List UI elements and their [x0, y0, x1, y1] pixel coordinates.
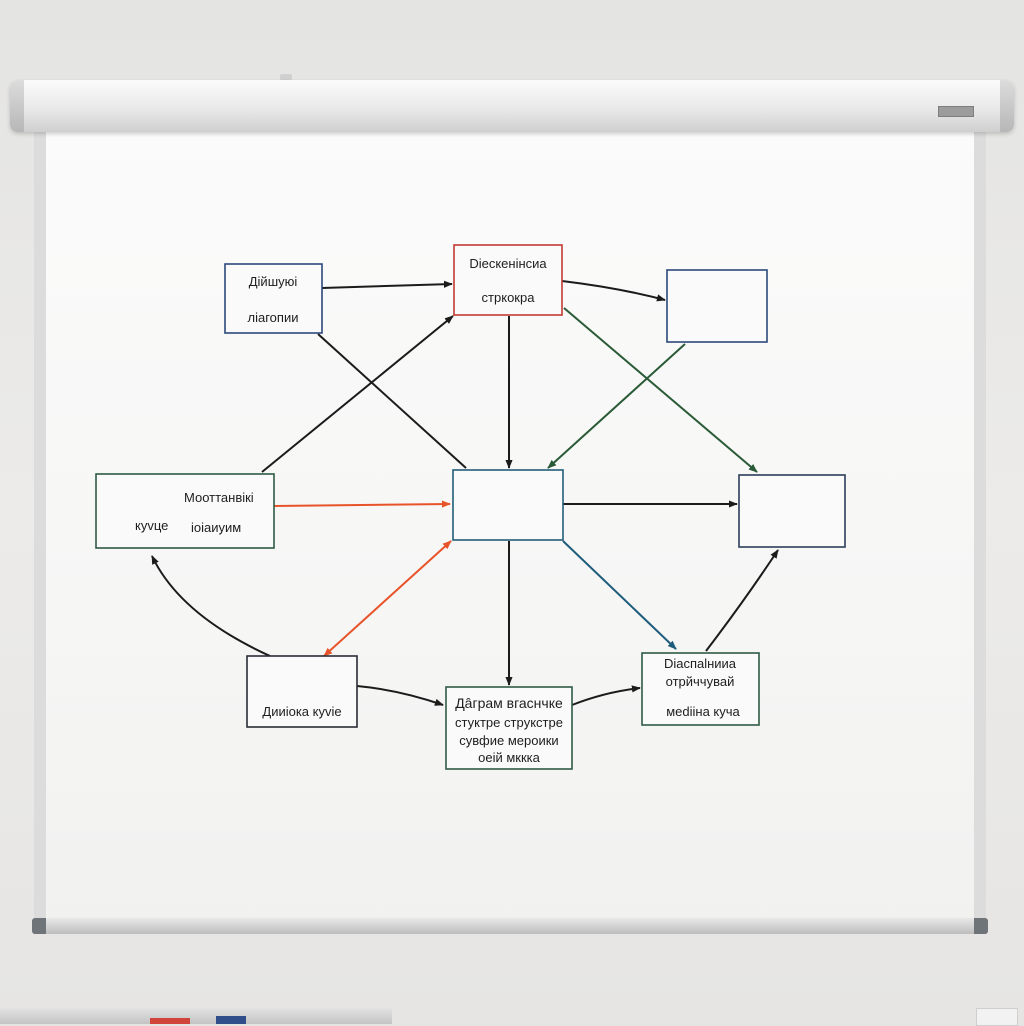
node-n7-box	[246, 655, 358, 728]
node-n9: Dіаспаlнииа отрйччувай меdііна куча	[641, 652, 760, 726]
edge-n1-n2	[321, 280, 453, 289]
node-n6-box	[738, 474, 846, 548]
node-n2-line-1: Diecкенінсиа	[469, 256, 547, 271]
edge-n2-n3	[561, 280, 666, 302]
node-n7: Дииіока куvіе	[246, 655, 358, 728]
edge-n8-n9	[571, 685, 641, 706]
node-n5	[452, 469, 564, 541]
node-n8-line-3: сувфие мероики	[459, 733, 558, 748]
marker-tray	[0, 1008, 392, 1024]
edge-n4-n2	[261, 315, 454, 473]
brand-badge	[938, 106, 974, 117]
node-n4-line-2: куvце	[135, 518, 168, 533]
node-n2-line-2: стркокра	[482, 290, 536, 305]
node-n9-box	[641, 652, 760, 726]
blue-marker	[216, 1016, 246, 1024]
edge-n5-n9	[562, 540, 677, 650]
edge-n5-n7	[323, 540, 452, 657]
bottom-bar-cap-left	[32, 918, 46, 934]
node-n4-line-3: іоіаиуим	[191, 520, 241, 535]
node-n1: Дійшуюі ліагопии	[224, 263, 323, 334]
node-n2: Diecкенінсиа стркокра	[453, 244, 563, 316]
node-n9-line-3: меdііна куча	[666, 704, 740, 719]
mount-clip	[280, 74, 292, 82]
node-n8-line-1: Дâграм вгаснчке	[455, 695, 563, 711]
node-n3	[666, 269, 768, 343]
screen-housing	[10, 80, 1014, 132]
node-n8: Дâграм вгаснчке стуктре стрyкстре сувфие…	[445, 686, 573, 770]
node-n1-box	[224, 263, 323, 334]
edge-n3-n5	[547, 343, 686, 469]
housing-end-cap-right	[1000, 80, 1014, 132]
bottom-bar-cap-right	[974, 918, 988, 934]
node-n1-line-2: ліагопии	[248, 310, 299, 325]
edge-n7-n8	[356, 685, 444, 706]
node-n6	[738, 474, 846, 548]
edge-n2-n6	[563, 307, 758, 473]
node-n4-line-1: Мооттанвікі	[184, 490, 254, 505]
node-n1-line-1: Дійшуюі	[249, 274, 298, 289]
edge-n4-n5	[273, 500, 451, 508]
housing-end-cap-left	[10, 80, 24, 132]
node-n8-line-2: стуктре стрyкстре	[455, 715, 563, 730]
screen-bottom-bar	[32, 918, 988, 934]
node-n2-box	[453, 244, 563, 316]
edge-n9-n6	[705, 549, 779, 652]
node-n5-box	[452, 469, 564, 541]
node-n8-box	[445, 686, 573, 770]
edge-n1-n5	[317, 333, 467, 469]
node-n7-line-1: Дииіока куvіе	[262, 704, 341, 719]
node-n4-box	[95, 473, 275, 549]
node-n8-line-4: оеій мккка	[478, 750, 541, 765]
node-n9-line-2: отрйччувай	[666, 674, 735, 689]
node-n9-line-1: Dіаспаlнииа	[664, 656, 737, 671]
red-marker	[150, 1018, 190, 1024]
edges	[151, 280, 779, 706]
edge-n7-n4	[151, 555, 271, 657]
node-n3-box	[666, 269, 768, 343]
node-n4: Мооттанвікі куvце іоіаиуим	[95, 473, 275, 549]
